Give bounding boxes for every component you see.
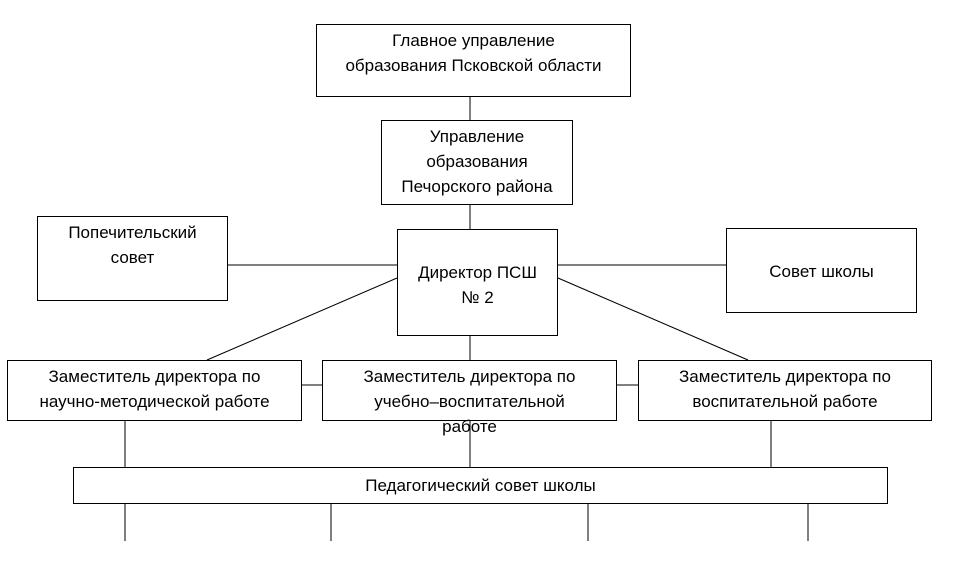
node-director: Директор ПСШ № 2	[397, 229, 558, 336]
node-school-council-line-1: Совет школы	[769, 262, 874, 281]
node-board-of-trustees: Попечительский совет	[37, 216, 228, 301]
node-director-line-2: № 2	[461, 288, 494, 307]
node-pedagogical-council-line-1: Педагогический совет школы	[365, 476, 596, 495]
node-deputy-educational-line-3: работе	[442, 417, 497, 436]
node-board-of-trustees-line-2: совет	[110, 248, 155, 267]
connector-director-to-deputy-upbringing	[557, 277, 749, 361]
node-director-line-1: Директор ПСШ	[418, 263, 537, 282]
node-district-department-line-1: Управление	[429, 127, 525, 146]
node-deputy-upbringing-line-1: Заместитель директора по	[679, 367, 891, 386]
node-board-of-trustees-line-1: Попечительский	[68, 223, 197, 242]
node-district-department-line-3: Печорского района	[401, 177, 553, 196]
node-deputy-educational-line-2: учебно–воспитательной	[374, 392, 565, 411]
node-main-department-line-2: образования Псковской области	[345, 56, 602, 75]
node-main-department: Главное управление образования Псковской…	[316, 24, 631, 97]
node-deputy-methodical-line-2: научно-методической работе	[39, 392, 270, 411]
node-deputy-methodical: Заместитель директора по научно-методиче…	[7, 360, 302, 421]
node-deputy-upbringing: Заместитель директора по воспитательной …	[638, 360, 932, 421]
node-deputy-educational-line-1: Заместитель директора по	[363, 367, 576, 386]
node-main-department-line-1: Главное управление	[392, 31, 555, 50]
node-deputy-educational: Заместитель директора по учебно–воспитат…	[322, 360, 617, 436]
node-pedagogical-council: Педагогический совет школы	[73, 467, 888, 504]
node-school-council: Совет школы	[726, 228, 917, 313]
node-district-department-line-2: образования	[426, 152, 528, 171]
node-district-department: Управление образования Печорского района	[381, 120, 573, 205]
connector-director-to-deputy-methodical	[206, 277, 398, 361]
node-deputy-upbringing-line-2: воспитательной работе	[692, 392, 878, 411]
node-deputy-methodical-line-1: Заместитель директора по	[48, 367, 261, 386]
